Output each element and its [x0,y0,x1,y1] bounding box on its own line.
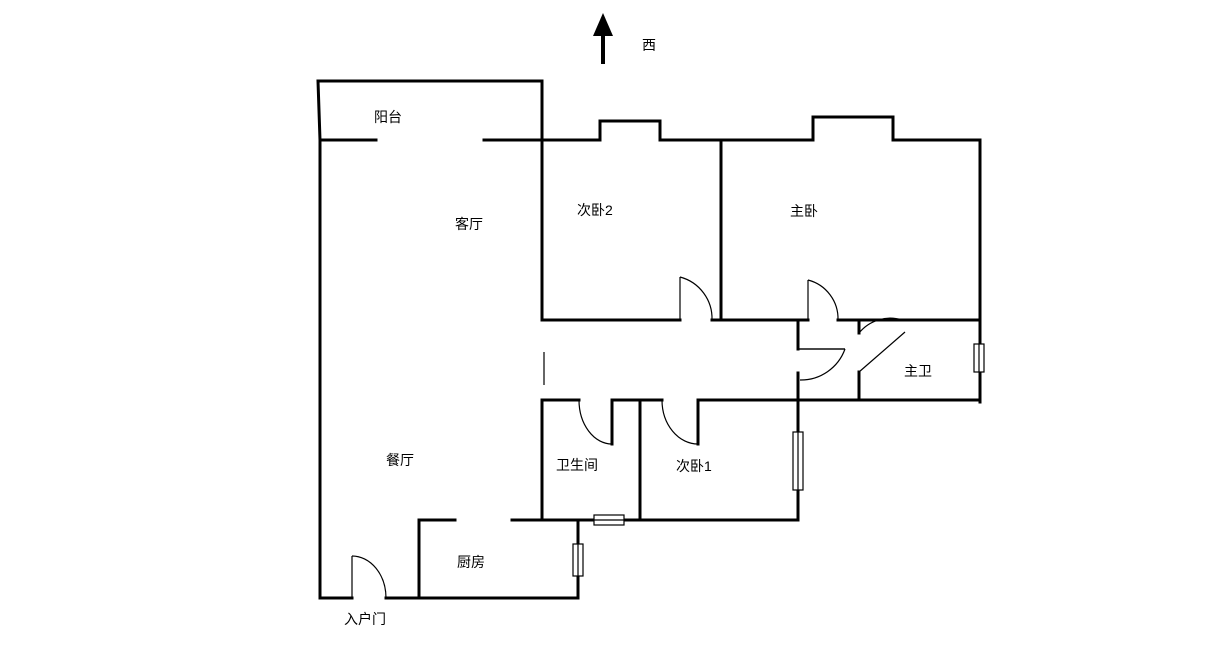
room-label-bedroom-2: 次卧2 [577,202,613,218]
room-label-kitchen: 厨房 [457,554,485,570]
room-label-bedroom-1: 次卧1 [676,458,712,474]
north-arrow-icon [593,13,613,64]
windows [572,343,985,577]
room-label-balcony: 阳台 [374,109,402,125]
room-label-master-bedroom: 主卧 [790,203,818,219]
room-label-master-bath: 主卫 [904,363,932,379]
room-label-bathroom: 卫生间 [556,457,598,473]
walls [316,79,982,600]
entrance-door-label: 入户门 [344,611,386,627]
compass-direction-label: 西 [642,37,656,53]
room-label-living-room: 客厅 [455,216,483,232]
door-swings [351,276,906,599]
room-label-dining-room: 餐厅 [386,452,414,468]
